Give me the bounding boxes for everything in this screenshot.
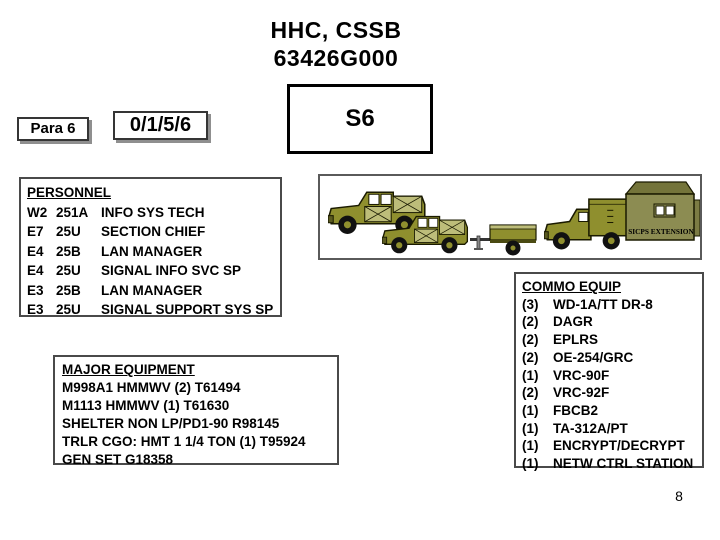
- para-ref-label: Para 6: [30, 120, 76, 137]
- unit-box-s6: S6: [287, 84, 433, 154]
- title-line1: HHC, CSSB: [270, 17, 402, 43]
- item-name: VRC-90F: [553, 367, 610, 383]
- duty-title: SIGNAL INFO SVC SP: [101, 263, 242, 278]
- commo-item: (2) OE-254/GRC: [522, 349, 702, 367]
- personnel-row: E4 25U SIGNAL INFO SVC SP: [27, 261, 280, 281]
- grade: E3: [27, 302, 44, 317]
- personnel-row: W2 251A INFO SYS TECH: [27, 203, 280, 223]
- cargo-trailer-icon: [470, 224, 537, 256]
- grade: W2: [27, 204, 48, 220]
- mos: 25B: [56, 282, 81, 298]
- item-name: ENCRYPT/DECRYPT: [553, 438, 685, 454]
- mos: 251A: [56, 204, 89, 220]
- commo-equip-heading: COMMO EQUIP: [522, 279, 622, 294]
- mos: 25U: [56, 263, 81, 278]
- commo-item: (2) EPLRS: [522, 331, 702, 349]
- duty-title: SIGNAL SUPPORT SYS SP: [101, 302, 274, 317]
- duty-title: SECTION CHIEF: [101, 224, 206, 239]
- qty: (1): [522, 367, 539, 383]
- personnel-row: E3 25U SIGNAL SUPPORT SYS SP: [27, 300, 280, 320]
- item-name: WD-1A/TT DR-8: [553, 296, 653, 312]
- qty: (1): [522, 420, 539, 436]
- unit-label: S6: [345, 105, 375, 132]
- qty: (3): [522, 296, 539, 312]
- grade: E4: [27, 263, 44, 278]
- commo-item: (1) ENCRYPT/DECRYPT: [522, 437, 702, 455]
- mos: 25U: [56, 302, 81, 317]
- qty: (2): [522, 349, 539, 365]
- item-name: VRC-92F: [553, 385, 610, 401]
- slide-title: HHC, CSSB 63426G000: [0, 16, 672, 72]
- equipment-item: TRLR CGO: HMT 1 1/4 TON (1) T95924: [62, 434, 306, 449]
- strength-box: 0/1/5/6: [113, 111, 208, 140]
- title-line2: 63426G000: [273, 45, 399, 71]
- commo-item: (1) TA-312A/PT: [522, 420, 702, 438]
- item-name: OE-254/GRC: [553, 349, 634, 365]
- page-number: 8: [675, 488, 683, 504]
- personnel-row: E3 25B LAN MANAGER: [27, 281, 280, 301]
- item-name: NETW CTRL STATION: [553, 456, 694, 472]
- item-name: FBCB2: [553, 402, 599, 418]
- personnel-row: E7 25U SECTION CHIEF: [27, 222, 280, 242]
- commo-item: (3) WD-1A/TT DR-8: [522, 296, 702, 314]
- para-ref-box: Para 6: [17, 117, 89, 141]
- equipment-item: M998A1 HMMWV (2) T61494: [62, 380, 241, 395]
- shelter-label: SICPS EXTENSION: [628, 227, 694, 236]
- strength-label: 0/1/5/6: [129, 114, 192, 136]
- item-name: DAGR: [553, 314, 593, 330]
- qty: (2): [522, 385, 539, 401]
- personnel-heading: PERSONNEL: [27, 185, 112, 200]
- qty: (1): [522, 402, 539, 418]
- vehicle-graphic-panel: SICPS EXTENSION: [318, 174, 702, 260]
- mos: 25B: [56, 243, 81, 259]
- commo-item: (1) VRC-90F: [522, 367, 702, 385]
- hmmwv-icon: [328, 191, 426, 234]
- duty-title: INFO SYS TECH: [101, 204, 205, 220]
- equipment-item: M1113 HMMWV (1) T61630: [62, 398, 230, 413]
- major-equipment-box: MAJOR EQUIPMENT M998A1 HMMWV (2) T61494 …: [53, 355, 339, 467]
- major-equipment-heading: MAJOR EQUIPMENT: [62, 362, 195, 377]
- qty: (2): [522, 332, 539, 348]
- qty: (1): [522, 456, 539, 472]
- qty: (2): [522, 314, 539, 330]
- item-name: EPLRS: [553, 332, 599, 348]
- duty-title: LAN MANAGER: [101, 243, 203, 259]
- sicps-shelter-icon: SICPS EXTENSION: [624, 181, 700, 241]
- grade: E4: [27, 243, 44, 259]
- mos: 25U: [56, 224, 81, 239]
- commo-item: (2) DAGR: [522, 313, 702, 331]
- personnel-box: PERSONNEL W2 251A INFO SYS TECH E7 25U SECTI…: [19, 177, 282, 317]
- commo-item: (2) VRC-92F: [522, 384, 702, 402]
- item-name: TA-312A/PT: [553, 420, 628, 436]
- personnel-row: E4 25B LAN MANAGER: [27, 242, 280, 262]
- equipment-item: GEN SET G18358: [62, 452, 174, 467]
- commo-item: (1) NETW CTRL STATION: [522, 455, 702, 473]
- qty: (1): [522, 438, 539, 454]
- grade: E3: [27, 282, 44, 298]
- commo-equip-box: COMMO EQUIP (3) WD-1A/TT DR-8 (2) DAGR (2)…: [514, 272, 704, 471]
- grade: E7: [27, 224, 44, 239]
- duty-title: LAN MANAGER: [101, 282, 203, 298]
- commo-item: (1) FBCB2: [522, 402, 702, 420]
- equipment-item: SHELTER NON LP/PD1-90 R98145: [62, 416, 280, 431]
- hmmwv-icon: [382, 215, 469, 254]
